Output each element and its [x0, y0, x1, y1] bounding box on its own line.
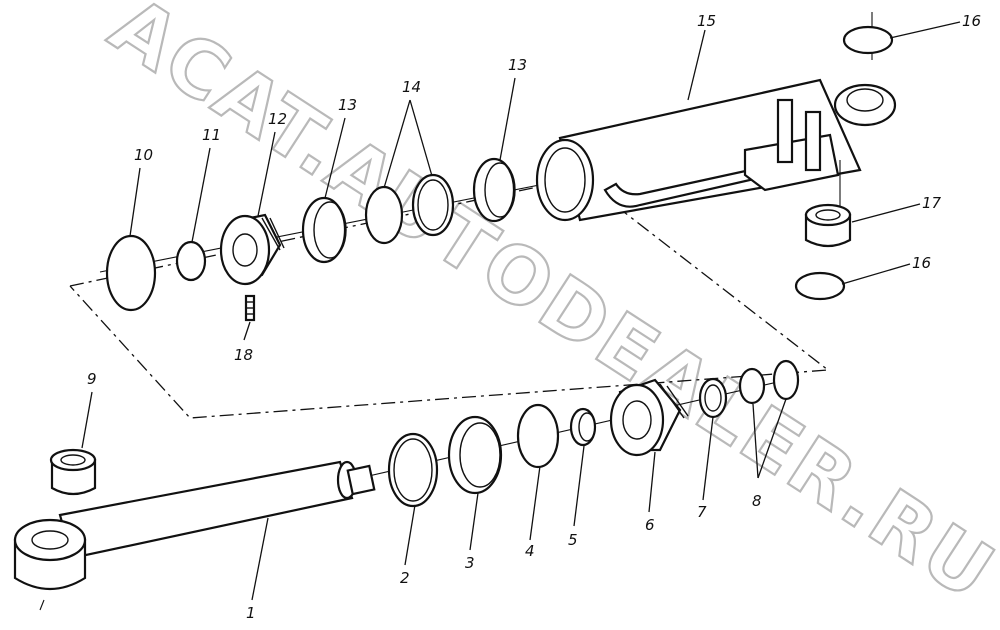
- guide-ring: [447, 415, 503, 495]
- label-part-10: 10: [134, 146, 153, 164]
- piston-o-ring: [105, 234, 157, 312]
- retaining-ring: [387, 432, 439, 508]
- label-part-7: 7: [697, 503, 707, 521]
- label-part-11: 11: [202, 126, 221, 144]
- label-part-5: 5: [568, 531, 578, 549]
- gland-o-ring-2: [772, 359, 800, 401]
- label-part-6: 6: [645, 516, 655, 534]
- label-part-13-a: 13: [338, 96, 357, 114]
- set-screw: [244, 294, 256, 322]
- piston-wear-ring-2: [472, 157, 516, 223]
- leader-lines: [81, 21, 961, 601]
- o-ring: [516, 403, 560, 469]
- label-part-1: 1: [246, 604, 256, 622]
- cylinder-barrel: [535, 12, 897, 222]
- label-part-16-b: 16: [912, 254, 931, 272]
- gland-o-ring-1: [738, 367, 766, 405]
- barrel-bushing: [804, 203, 852, 248]
- piston: [219, 213, 285, 286]
- piston-wear-ring-1: [301, 196, 347, 264]
- piston-rod: [13, 460, 376, 611]
- piston-small-seal: [175, 240, 207, 282]
- label-part-17: 17: [922, 194, 942, 212]
- label-part-8: 8: [752, 492, 762, 510]
- piston-seal-1: [364, 185, 404, 245]
- label-part-4: 4: [525, 542, 535, 560]
- label-part-15: 15: [697, 12, 716, 30]
- label-part-9: 9: [87, 370, 97, 388]
- label-part-12: 12: [268, 110, 287, 128]
- part-labels: 1 2 3 4 5 6 7 8 9 10 11 12 13 14 13 15 1…: [87, 12, 981, 622]
- circlip-upper: [842, 25, 894, 55]
- bushing: [49, 448, 97, 496]
- label-part-16-a: 16: [962, 12, 981, 30]
- label-part-2: 2: [400, 569, 410, 587]
- piston-seal-2: [411, 173, 455, 237]
- label-part-13-b: 13: [508, 56, 527, 74]
- label-part-3: 3: [465, 554, 475, 572]
- label-part-14: 14: [402, 78, 421, 96]
- circlip-lower: [794, 271, 846, 301]
- gland: [609, 378, 689, 457]
- label-part-18: 18: [234, 346, 253, 364]
